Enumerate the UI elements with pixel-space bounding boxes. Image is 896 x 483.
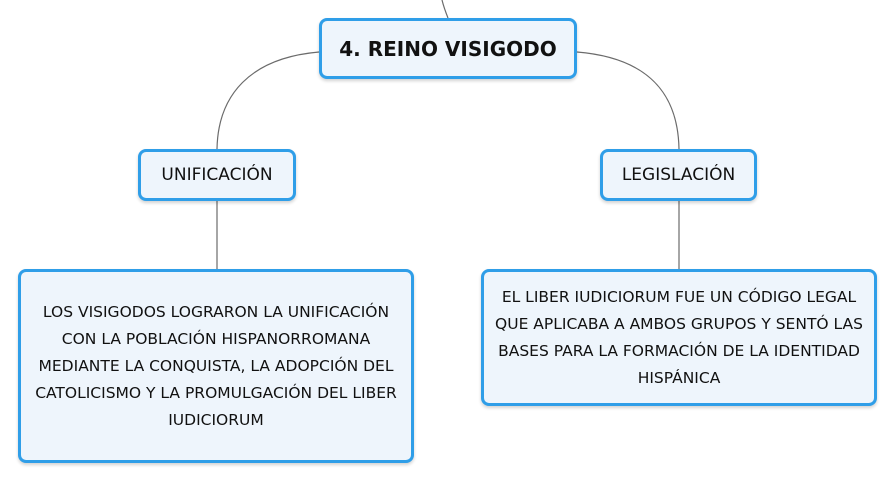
- branch-node-legislacion[interactable]: LEGISLACIÓN: [600, 149, 757, 201]
- root-node-label: 4. REINO VISIGODO: [339, 36, 557, 61]
- detail-node-legislacion[interactable]: EL LIBER IUDICIORUM FUE UN CÓDIGO LEGAL …: [481, 269, 877, 406]
- branch-node-unificacion-label: UNIFICACIÓN: [161, 165, 273, 185]
- root-node[interactable]: 4. REINO VISIGODO: [319, 18, 577, 79]
- connector-root-to-legislacion: [576, 51, 680, 150]
- detail-node-unificacion-text: LOS VISIGODOS LOGRARON LA UNIFICACIÓN CO…: [35, 302, 397, 429]
- branch-node-legislacion-label: LEGISLACIÓN: [621, 165, 736, 185]
- branch-node-unificacion[interactable]: UNIFICACIÓN: [138, 149, 296, 201]
- connector-parent-to-root: [441, 0, 449, 19]
- detail-node-unificacion[interactable]: LOS VISIGODOS LOGRARON LA UNIFICACIÓN CO…: [18, 269, 414, 463]
- connector-root-to-unificacion: [216, 51, 320, 150]
- detail-node-legislacion-text: EL LIBER IUDICIORUM FUE UN CÓDIGO LEGAL …: [495, 287, 863, 387]
